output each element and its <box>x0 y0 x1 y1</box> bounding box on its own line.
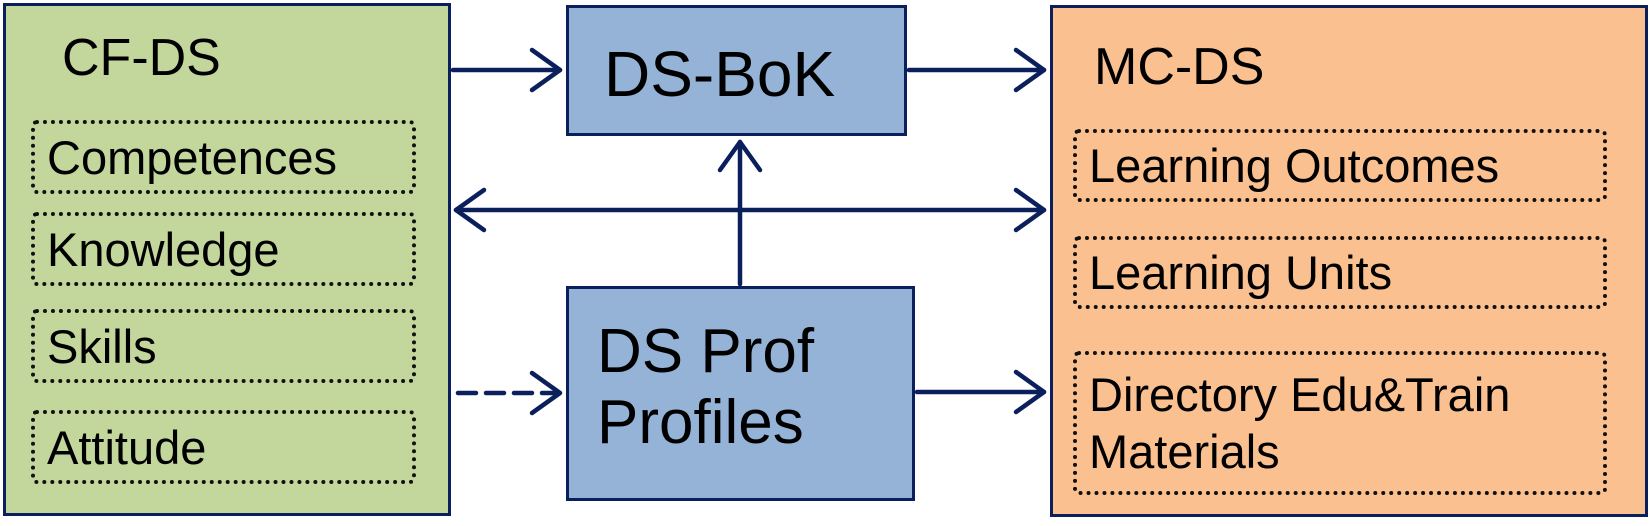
mcds-item-learning-units: Learning Units <box>1073 236 1607 309</box>
bok-box <box>566 5 907 136</box>
arrow-cfds-to-bok <box>450 47 563 93</box>
cfds-item-knowledge: Knowledge <box>31 212 416 286</box>
arrow-cfds-to-profiles-dashed <box>455 370 563 416</box>
mcds-item-learning-outcomes: Learning Outcomes <box>1073 129 1607 202</box>
arrow-cfds-mcds-bidirectional <box>453 187 1047 233</box>
profiles-box <box>566 286 915 501</box>
mcds-title: MC-DS <box>1094 38 1265 96</box>
arrow-profiles-to-mcds <box>914 369 1047 415</box>
cfds-title: CF-DS <box>62 29 221 87</box>
mcds-item-directory-materials: Directory Edu&Train Materials <box>1073 351 1607 495</box>
profiles-title: DS Prof Profiles <box>597 317 815 458</box>
cfds-item-attitude: Attitude <box>31 410 416 484</box>
cfds-item-skills: Skills <box>31 309 416 383</box>
mcds-box <box>1050 5 1648 517</box>
arrow-profiles-to-bok <box>717 139 763 287</box>
cfds-item-competences: Competences <box>31 120 416 194</box>
arrow-bok-to-mcds <box>906 47 1047 93</box>
cfds-box <box>3 3 451 516</box>
bok-title: DS-BoK <box>604 38 836 110</box>
